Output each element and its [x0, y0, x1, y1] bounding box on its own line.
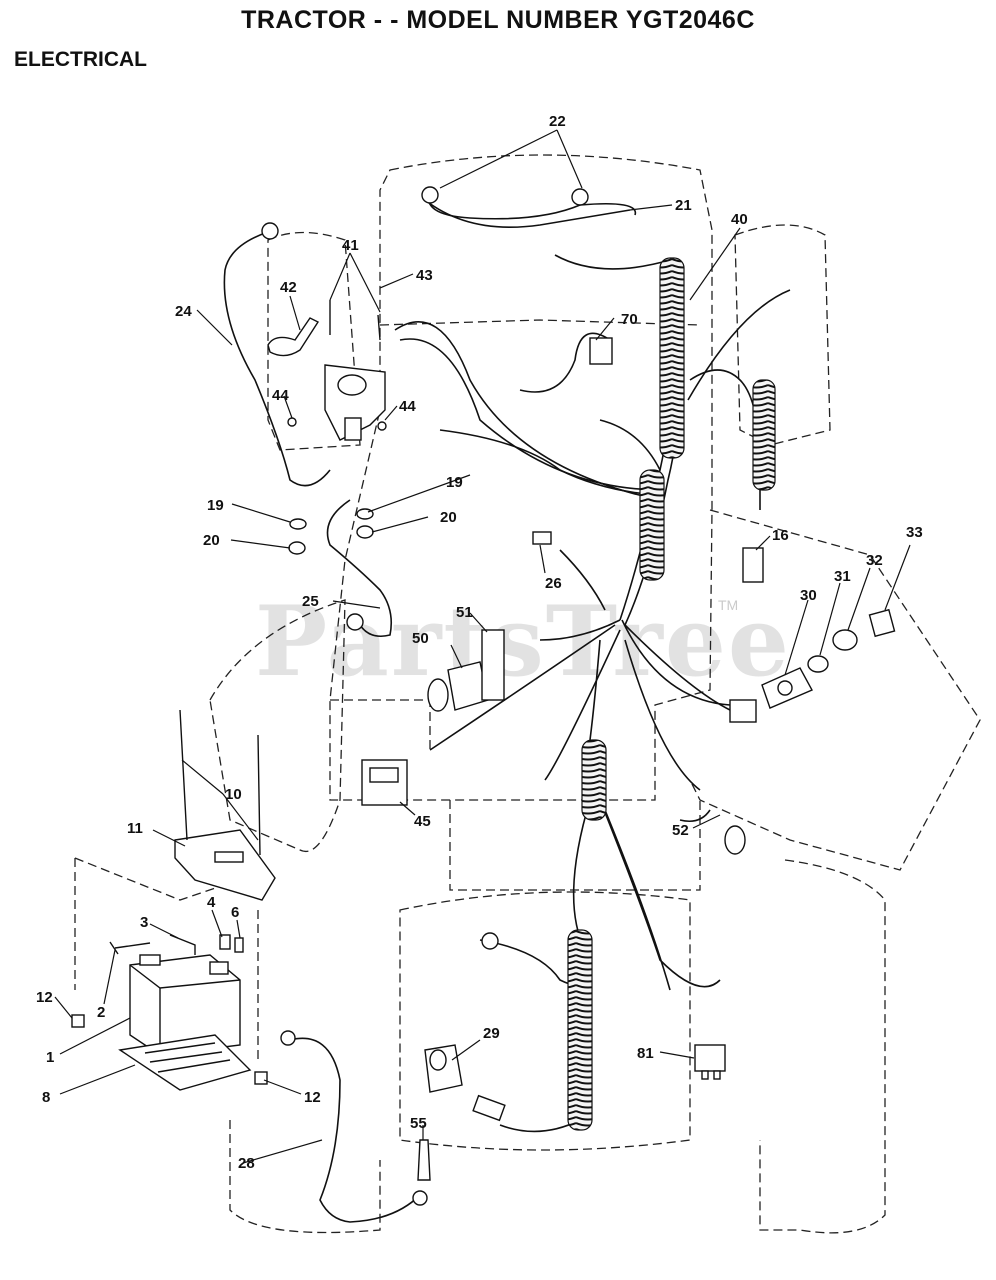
pto-bezel-icon — [481, 629, 505, 701]
solenoid-screws-icon — [329, 300, 381, 341]
part-callouts: 22 21 40 41 42 24 70 43 44 44 19 19 20 2… — [36, 113, 923, 1172]
part-label-32: 32 — [866, 552, 883, 569]
ring-terminal-cable-icon — [346, 613, 364, 631]
part-label-70: 70 — [621, 311, 638, 328]
washer-left-icon — [289, 518, 307, 530]
ring-terminal-ground-icon — [412, 1190, 428, 1206]
hold-down-bracket-icon — [174, 829, 276, 901]
cage-nut-right-icon — [254, 1071, 268, 1085]
part-label-6: 6 — [231, 904, 239, 921]
part-label-12a: 12 — [36, 989, 53, 1006]
part-label-52: 52 — [672, 822, 689, 839]
watermark-trademark: TM — [718, 597, 739, 613]
part-label-22: 22 — [549, 113, 566, 130]
part-label-10: 10 — [225, 786, 242, 803]
part-label-19b: 19 — [446, 474, 463, 491]
components — [71, 186, 896, 1206]
ignition-key-icon — [868, 608, 896, 638]
part-label-21: 21 — [675, 197, 692, 214]
part-label-24: 24 — [175, 303, 192, 320]
ignition-switch-icon — [761, 667, 813, 709]
part-label-55: 55 — [410, 1115, 427, 1132]
ground-screw-icon — [417, 1139, 431, 1181]
connector-rear-icon — [472, 1094, 506, 1122]
part-label-31: 31 — [834, 568, 851, 585]
part-label-42: 42 — [280, 279, 297, 296]
battery-nut-icon — [219, 934, 231, 950]
nut-right-icon — [356, 525, 374, 539]
part-label-19a: 19 — [207, 497, 224, 514]
battery-icon — [129, 954, 241, 1056]
part-label-2: 2 — [97, 1004, 105, 1021]
solenoid-icon — [324, 364, 386, 441]
ring-terminal-rear-icon — [481, 932, 499, 950]
connector-front-icon — [729, 699, 757, 723]
part-label-8: 8 — [42, 1089, 50, 1106]
part-label-40: 40 — [731, 211, 748, 228]
part-label-16: 16 — [772, 527, 789, 544]
part-label-33: 33 — [906, 524, 923, 541]
part-label-43: 43 — [416, 267, 433, 284]
part-label-26: 26 — [545, 575, 562, 592]
connector-70-icon — [589, 337, 613, 365]
part-label-41: 41 — [342, 237, 359, 254]
switch-bezel-icon — [832, 629, 858, 651]
ring-terminal-battery-icon — [280, 1030, 296, 1046]
part-label-11: 11 — [127, 820, 143, 837]
bulb-left-icon — [421, 186, 439, 204]
lockwasher-right-icon — [377, 421, 387, 431]
part-label-29: 29 — [483, 1025, 500, 1042]
part-label-28: 28 — [238, 1155, 255, 1172]
page-title: TRACTOR - - MODEL NUMBER YGT2046C — [241, 6, 755, 34]
switch-nut-icon — [807, 655, 829, 673]
battery-bolt-icon — [109, 941, 151, 955]
part-label-4: 4 — [207, 894, 216, 911]
hold-down-rods-icon — [179, 709, 261, 856]
relay-icon — [694, 1044, 726, 1080]
brake-switch-icon — [724, 825, 746, 855]
part-label-44a: 44 — [272, 387, 289, 404]
leader-lines — [54, 129, 911, 1164]
connector-26-icon — [532, 531, 552, 545]
ring-terminal-top-icon — [261, 222, 279, 240]
part-label-50: 50 — [412, 630, 429, 647]
section-title: ELECTRICAL — [14, 48, 147, 71]
part-label-1: 1 — [46, 1049, 54, 1066]
frame-outlines — [74, 154, 981, 1234]
part-label-25: 25 — [302, 593, 319, 610]
part-label-51: 51 — [456, 604, 473, 621]
part-label-20b: 20 — [440, 509, 457, 526]
pto-switch-icon — [427, 661, 489, 712]
part-label-44b: 44 — [399, 398, 416, 415]
part-label-30: 30 — [800, 587, 817, 604]
nut-left-icon — [288, 541, 306, 555]
hour-meter-icon — [361, 759, 408, 806]
battery-washer-icon — [169, 934, 196, 955]
bulb-right-icon — [571, 188, 589, 206]
connector-16-icon — [742, 547, 764, 583]
solenoid-boot-icon — [267, 317, 320, 357]
seat-switch-icon — [424, 1044, 463, 1093]
part-label-3: 3 — [140, 914, 148, 931]
part-label-12b: 12 — [304, 1089, 321, 1106]
part-label-45: 45 — [414, 813, 431, 830]
part-label-81: 81 — [637, 1045, 654, 1062]
battery-spacer-icon — [234, 937, 244, 953]
harness-coils — [567, 257, 776, 1131]
battery-tray-icon — [118, 1034, 252, 1091]
cage-nut-left-icon — [71, 1014, 85, 1028]
lockwasher-left-icon — [287, 417, 297, 427]
part-label-20a: 20 — [203, 532, 220, 549]
